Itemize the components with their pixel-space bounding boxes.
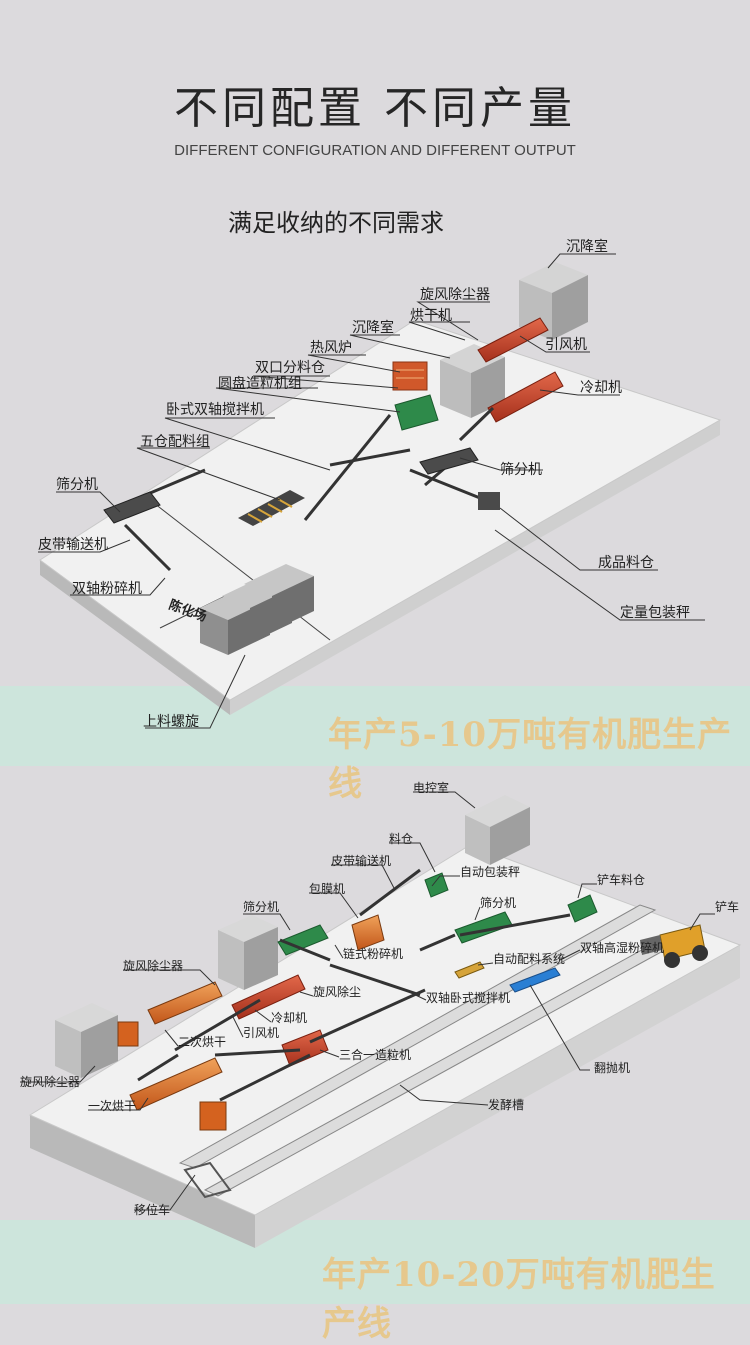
- line2-label-granulator: 三合一造粒机: [339, 1047, 411, 1062]
- line1-disc-granulator: [394, 394, 439, 431]
- section-heading: 满足收纳的不同需求: [228, 209, 444, 237]
- line2-label-cyclone-left: 旋风除尘器: [20, 1074, 80, 1089]
- line1-leader-lines: [38, 253, 705, 729]
- line1-label-screener-left: 筛分机: [56, 477, 98, 493]
- line2-label-loader-bin: 铲车料仓: [597, 872, 645, 887]
- line2-label-turner: 翻抛机: [594, 1060, 630, 1075]
- page-title: 不同配置 不同产量: [174, 83, 576, 134]
- line2-plant: [20, 791, 742, 1248]
- line2-cyclone-building-left: [55, 1003, 118, 1078]
- line1-floor-side: [40, 560, 230, 715]
- line1-label-induced-fan: 引风机: [545, 337, 587, 353]
- line2-label-first-dryer: 一次烘干: [88, 1099, 136, 1113]
- line2-cyclone-building-mid: [218, 915, 278, 990]
- line2-band-title: 年产10-20万吨有机肥生产线: [322, 1255, 716, 1344]
- line1-cooler-drum: [487, 371, 564, 423]
- line2-floor-side-right: [255, 945, 740, 1248]
- line1-plant: 陈化场: [38, 253, 722, 729]
- line1-label-batching: 五仓配料组: [140, 434, 210, 450]
- line1-label-feed-screw: 上料螺旋: [143, 714, 199, 730]
- line1-label-settling-room-top: 沉降室: [566, 238, 608, 255]
- line1-aging-tanks: [200, 564, 314, 655]
- line2-label-cooler: 冷却机: [271, 1011, 307, 1025]
- line1-label-dryer: 烘干机: [410, 308, 452, 324]
- line2-label-control-room: 电控室: [413, 780, 449, 795]
- line2-label-dust-removal: 旋风除尘: [313, 984, 361, 999]
- line2-transfer-car: [183, 1161, 232, 1199]
- line1-label-screener-right: 筛分机: [500, 462, 542, 478]
- line2-leader-lines: [20, 791, 715, 1211]
- line1-label-belt-conveyor: 皮带输送机: [38, 537, 108, 553]
- line2-label-transfer-car: 移位车: [134, 1202, 170, 1217]
- line2-label-auto-packer: 自动包装秤: [460, 865, 520, 879]
- production-line-diagrams: 陈化场 沉降室 旋风除尘器 烘干机 沉降室 引风机 热风炉 双口分料仓: [20, 238, 742, 1248]
- line1-label-mixer: 卧式双轴搅拌机: [166, 402, 264, 418]
- line2-label-induced-fan: 引风机: [243, 1026, 279, 1040]
- line1-batching-bins: [238, 490, 305, 526]
- line1-product-bin: [478, 492, 500, 510]
- line1-label-crusher: 双轴粉碎机: [72, 581, 142, 597]
- line1-label-split-bin: 双口分料仓: [255, 360, 325, 376]
- line1-conveyor: [329, 448, 411, 467]
- line2-material-bin: [424, 872, 449, 898]
- line2-label-fermentation-tank: 发酵槽: [488, 1097, 524, 1112]
- line1-conveyor: [409, 468, 486, 502]
- line2-fermentation-tank: [178, 904, 657, 1169]
- line2-label-cyclone-mid: 旋风除尘器: [123, 958, 183, 973]
- line2-label-wet-crusher: 双轴高湿粉碎机: [580, 940, 664, 955]
- line1-label-cooler: 冷却机: [580, 380, 622, 396]
- line2-loader: [640, 924, 708, 968]
- line1-label-disc-granulator: 圆盘造粒机组: [218, 375, 302, 392]
- line2-label-bin: 料仓: [389, 832, 413, 846]
- line2-label-auto-batching: 自动配料系统: [493, 952, 565, 966]
- line1-label-settling-room: 沉降室: [352, 319, 394, 336]
- line1-floor-side-right: [230, 420, 720, 715]
- line1-conveyor: [458, 406, 495, 442]
- line2-title-band: [0, 1220, 750, 1304]
- line2-label-coating: 包膜机: [309, 882, 345, 896]
- line2-label-screener-right: 筛分机: [480, 895, 516, 910]
- line1-title-band: [0, 686, 750, 766]
- line1-conveyor: [303, 414, 392, 521]
- line2-label-chain-crusher: 链式粉碎机: [343, 946, 403, 961]
- line2-label-mixer: 双轴卧式搅拌机: [426, 990, 510, 1005]
- line1-label-hot-air-furnace: 热风炉: [310, 340, 352, 356]
- line2-batching: [454, 961, 485, 979]
- line2-loader-bin: [567, 894, 598, 923]
- line2-floor-side: [30, 1115, 255, 1248]
- line2-second-dryer: [147, 981, 223, 1025]
- line2-label-screener-left: 筛分机: [243, 899, 279, 914]
- line2-label-belt-conveyor: 皮带输送机: [331, 853, 391, 868]
- line2-coating-machine: [351, 914, 385, 951]
- line2-turner: [509, 967, 561, 993]
- line1-band-title: 年产5-10万吨有机肥生产线: [328, 715, 733, 804]
- line1-screener: [103, 491, 161, 524]
- line1-label-product-bin: 成品料仓: [598, 555, 654, 571]
- page-subtitle: DIFFERENT CONFIGURATION AND DIFFERENT OU…: [174, 142, 576, 159]
- line2-control-room: [465, 795, 530, 865]
- line1-dryer-drum: [477, 317, 549, 363]
- line2-burner: [117, 1021, 139, 1047]
- line2-label-second-dryer: 二次烘干: [178, 1035, 226, 1049]
- line1-screener: [419, 447, 479, 475]
- line2-label-loader: 铲车: [715, 899, 739, 914]
- line1-label-cyclone: 旋风除尘器: [420, 287, 490, 303]
- line2-burner: [199, 1101, 227, 1131]
- line2-first-dryer: [129, 1057, 223, 1111]
- line1-conveyor: [123, 523, 172, 572]
- line2-conveyors: [137, 868, 571, 1102]
- line2-screener: [277, 924, 329, 956]
- line1-label-packing-scale: 定量包装秤: [620, 605, 690, 621]
- line1-hot-air-furnace: [392, 361, 428, 391]
